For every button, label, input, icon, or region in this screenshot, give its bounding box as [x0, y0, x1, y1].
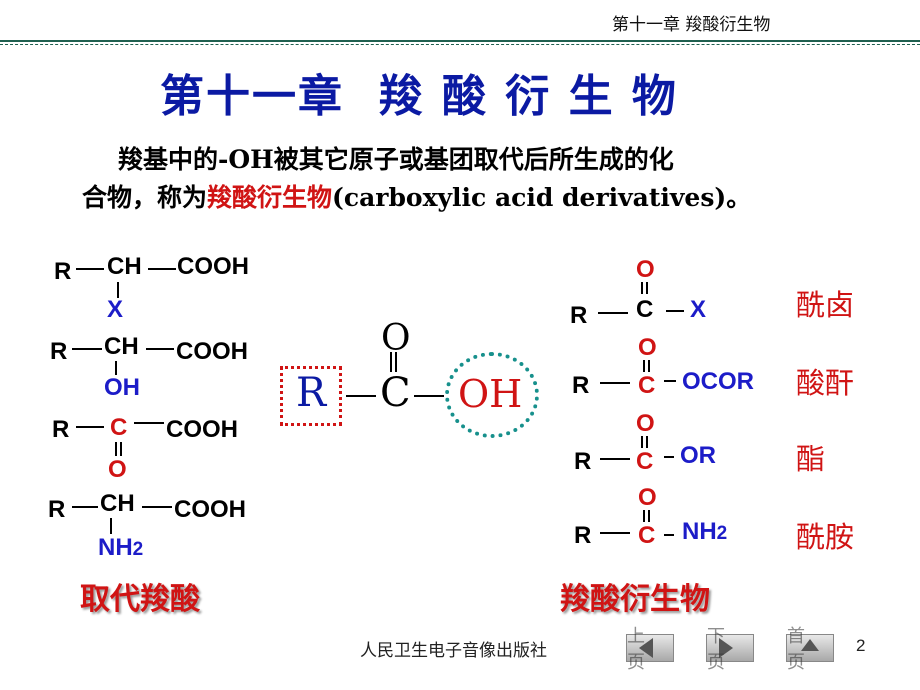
left-row2-sub: OH: [104, 374, 140, 401]
left-row2-c: CH: [104, 333, 139, 360]
center-bond-right: [414, 395, 444, 397]
center-r-box: [280, 366, 342, 426]
right-row1-o: O: [636, 256, 655, 283]
prev-arrow-icon: [639, 638, 653, 658]
left-row2-r: R: [50, 338, 68, 365]
left-row1-c: CH: [107, 253, 142, 280]
intro-text-a: 合物，称为: [82, 183, 208, 212]
intro-highlight: 羧酸衍生物: [207, 183, 333, 212]
right-row1-g: X: [690, 296, 707, 323]
right-caption: 羧酸衍生物: [560, 582, 710, 617]
right-row3-r: R: [574, 448, 592, 475]
intro-line-2: 合物，称为羧酸衍生物(carboxylic acid derivatives)。: [82, 178, 751, 214]
right-row1-double-bond: [641, 282, 648, 294]
left-row2-bond2: [146, 348, 174, 350]
right-row2-g: OCOR: [682, 368, 754, 395]
center-oh: OH: [458, 372, 523, 416]
right-row1-name: 酰卤: [796, 288, 855, 322]
right-row4-bond2: [664, 534, 674, 536]
home-page-button[interactable]: 首页: [786, 626, 834, 673]
right-row4-o: O: [638, 484, 657, 511]
right-row1-bond2: [666, 310, 684, 312]
right-row4-g-text: NH: [682, 518, 717, 545]
header-rule: [0, 40, 920, 42]
left-row4-bond1: [72, 506, 98, 508]
right-row2-double-bond: [643, 360, 650, 372]
left-row2-vbond: [115, 361, 117, 375]
center-o: O: [381, 318, 411, 359]
intro-text-b: (carboxylic acid derivatives)。: [332, 183, 752, 212]
right-row4-g-index: 2: [716, 523, 728, 544]
right-row3-g: OR: [680, 442, 716, 469]
right-row4-name: 酰胺: [796, 520, 855, 554]
left-row3-bond2: [134, 422, 164, 424]
left-row2-bond1: [72, 348, 102, 350]
right-row1-c: C: [636, 296, 654, 323]
right-row2-r: R: [572, 372, 590, 399]
right-row4-g: NH2: [682, 518, 727, 546]
right-row3-c: C: [636, 448, 654, 475]
left-row2-g: COOH: [176, 338, 248, 365]
left-row4-bond2: [142, 506, 172, 508]
left-row3-c: C: [110, 414, 128, 441]
center-bond-left: [346, 395, 376, 397]
right-row2-o: O: [638, 334, 657, 361]
right-row3-double-bond: [641, 436, 648, 448]
center-r: R: [296, 370, 327, 416]
center-oh-ring: [445, 352, 539, 438]
page-number: 2: [856, 636, 866, 655]
left-caption: 取代羧酸: [80, 582, 200, 617]
home-icon: [801, 639, 819, 651]
center-double-bond: [390, 352, 397, 372]
left-row3-sub: O: [108, 456, 127, 483]
right-row1-bond1: [598, 312, 628, 314]
next-page-button[interactable]: 下页: [706, 626, 754, 673]
prev-page-label: 上页: [627, 626, 653, 673]
left-row1-r: R: [54, 258, 72, 285]
right-row2-bond1: [600, 382, 630, 384]
left-row4-sub-text: NH: [98, 534, 133, 561]
right-row2-c: C: [638, 372, 656, 399]
left-row3-bond1: [76, 426, 104, 428]
right-row3-bond2: [664, 456, 674, 458]
intro-line-1: 羧基中的-OH被其它原子或基团取代后所生成的化: [118, 145, 674, 174]
right-row2-bond2: [664, 380, 676, 382]
left-row4-sub: NH2: [98, 534, 143, 562]
right-row4-double-bond: [643, 510, 650, 522]
header-rule-dashed: [0, 44, 920, 45]
footer-publisher: 人民卫生电子音像出版社: [360, 641, 547, 661]
left-row4-r: R: [48, 496, 66, 523]
left-row4-g: COOH: [174, 496, 246, 523]
header-chapter-tag: 第十一章 羧酸衍生物: [612, 15, 771, 35]
left-row3-r: R: [52, 416, 70, 443]
center-c: C: [380, 370, 411, 416]
slide-title: 第十一章 羧 酸 衍 生 物: [160, 71, 678, 122]
left-row1-vbond: [117, 282, 119, 298]
left-row1-sub: X: [107, 296, 124, 323]
left-row3-g: COOH: [166, 416, 238, 443]
left-row4-sub-index: 2: [132, 539, 144, 560]
left-row3-double-bond: [115, 442, 122, 456]
right-row4-c: C: [638, 522, 656, 549]
left-row1-bond2: [148, 268, 176, 270]
right-row1-r: R: [570, 302, 588, 329]
right-row3-bond1: [600, 458, 630, 460]
prev-page-button[interactable]: 上页: [626, 626, 674, 673]
left-row4-c: CH: [100, 490, 135, 517]
right-row4-bond1: [600, 532, 630, 534]
home-page-label: 首页: [787, 626, 813, 673]
right-row3-o: O: [636, 410, 655, 437]
right-row3-name: 酯: [796, 442, 826, 476]
left-row1-g: COOH: [177, 253, 249, 280]
right-row2-name: 酸酐: [796, 366, 855, 400]
left-row1-bond1: [76, 268, 104, 270]
left-row4-vbond: [110, 518, 112, 534]
right-row4-r: R: [574, 522, 592, 549]
next-page-label: 下页: [707, 626, 733, 673]
next-arrow-icon: [719, 638, 733, 658]
